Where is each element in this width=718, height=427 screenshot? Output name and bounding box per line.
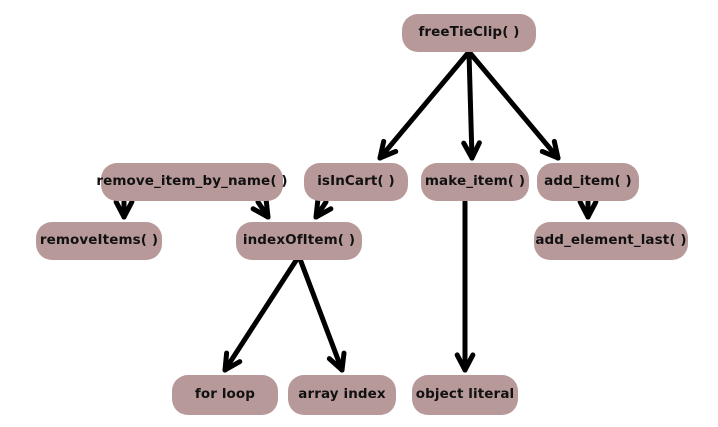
edge-indexOfItem-to-for_loop xyxy=(222,256,300,373)
node-object_literal[interactable]: object literal xyxy=(412,375,518,415)
node-label: make_item( ) xyxy=(424,173,526,190)
edge-remove_item_by_name-to-removeItems xyxy=(113,199,135,220)
node-make_item[interactable]: make_item( ) xyxy=(421,163,529,201)
edge-isInCart-to-indexOfItem xyxy=(313,197,334,220)
node-indexOfItem[interactable]: indexOfItem( ) xyxy=(236,222,362,260)
node-label: isInCart( ) xyxy=(317,173,395,190)
node-label: removeItems( ) xyxy=(39,232,159,249)
edge-freeTieClip-to-add_item xyxy=(467,50,561,161)
node-add_item[interactable]: add_item( ) xyxy=(537,163,639,201)
node-for_loop[interactable]: for loop xyxy=(172,375,278,415)
node-label: add_element_last( ) xyxy=(535,232,687,249)
node-array_index[interactable]: array index xyxy=(288,375,396,415)
node-removeItems[interactable]: removeItems( ) xyxy=(36,222,162,260)
node-isInCart[interactable]: isInCart( ) xyxy=(304,163,408,201)
node-label: freeTieClip( ) xyxy=(418,24,520,41)
edge-add_item-to-add_element_last xyxy=(577,199,599,220)
node-label: for loop xyxy=(194,386,256,403)
node-label: array index xyxy=(298,386,386,403)
edge-remove_item_by_name-to-indexOfItem xyxy=(250,197,271,220)
edge-freeTieClip-to-make_item xyxy=(461,50,482,161)
node-label: object literal xyxy=(415,386,515,403)
node-label: add_item( ) xyxy=(544,173,632,190)
node-add_element_last[interactable]: add_element_last( ) xyxy=(534,222,688,260)
node-label: remove_item_by_name( ) xyxy=(96,173,288,190)
node-freeTieClip[interactable]: freeTieClip( ) xyxy=(402,14,536,52)
edge-make_item-to-object_literal xyxy=(454,199,476,373)
node-label: indexOfItem( ) xyxy=(242,232,356,249)
node-remove_item_by_name[interactable]: remove_item_by_name( ) xyxy=(96,163,288,201)
edge-indexOfItem-to-array_index xyxy=(297,256,347,373)
edge-freeTieClip-to-isInCart xyxy=(377,50,471,161)
